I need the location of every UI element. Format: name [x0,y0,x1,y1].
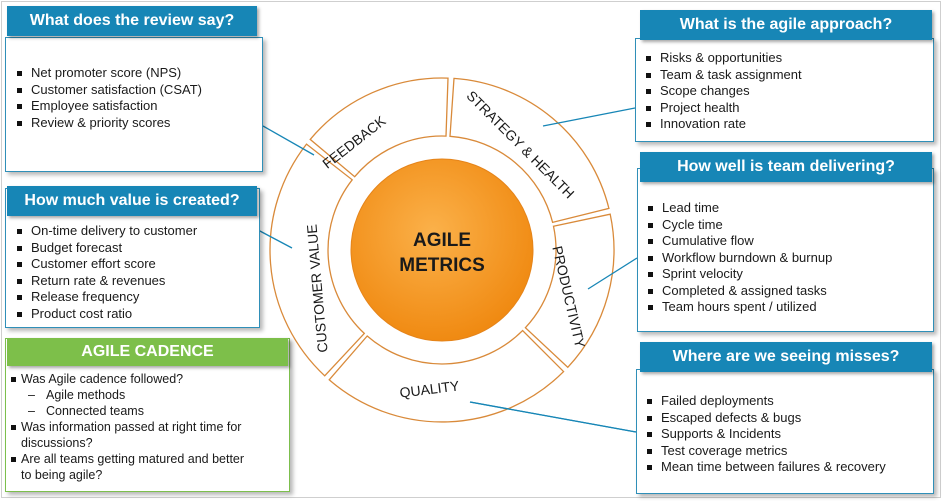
list-item: Customer satisfaction (CSAT) [17,82,202,99]
list-item: Budget forecast [17,240,197,257]
list-item: Employee satisfaction [17,98,202,115]
agile-approach-card: Risks & opportunities Team & task assign… [635,38,934,142]
misses-title: Where are we seeing misses? [640,342,932,372]
agile-approach-title: What is the agile approach? [640,10,932,40]
center-title-line2: METRICS [399,255,485,276]
list-item: Product cost ratio [17,306,197,323]
review-list: Net promoter score (NPS) Customer satisf… [17,65,202,131]
ring-segment-quality [328,329,565,423]
connector-feedback [262,125,315,156]
list-item: Team hours spent / utilized [648,299,832,316]
connector-strategy [542,107,636,127]
list-item: Supports & Incidents [647,426,886,443]
review-card: Net promoter score (NPS) Customer satisf… [5,37,263,172]
value-list: On-time delivery to customer Budget fore… [17,223,197,322]
ring-segments [269,77,615,423]
list-item: Team & task assignment [646,67,802,84]
connector-misses [469,401,637,433]
list-item: Net promoter score (NPS) [17,65,202,82]
misses-list: Failed deployments Escaped defects & bug… [647,393,886,476]
ring-segment-productivity [524,213,615,369]
list-item: Risks & opportunities [646,50,802,67]
list-item: Cycle time [648,217,832,234]
list-item: Innovation rate [646,116,802,133]
list-item: Completed & assigned tasks [648,283,832,300]
cadence-question-line: Are all teams getting matured and better [21,452,245,466]
list-item: Customer effort score [17,256,197,273]
cadence-title: AGILE CADENCE [7,338,288,366]
delivering-card: Lead time Cycle time Cumulative flow Wor… [637,168,934,332]
ring-segment-customer-value [269,143,366,377]
ring-segment-strategy [449,77,610,224]
list-item: On-time delivery to customer [17,223,197,240]
delivering-list: Lead time Cycle time Cumulative flow Wor… [648,200,832,316]
review-title: What does the review say? [7,6,257,36]
list-item: Scope changes [646,83,802,100]
cadence-sub-item: Connected teams [10,403,288,419]
connector-productivity [587,257,638,290]
list-item: Sprint velocity [648,266,832,283]
list-item: Test coverage metrics [647,443,886,460]
delivering-title: How well is team delivering? [640,152,932,182]
center-circle [350,158,534,342]
list-item: Failed deployments [647,393,886,410]
agile-approach-list: Risks & opportunities Team & task assign… [646,50,802,133]
list-item: Cumulative flow [648,233,832,250]
cadence-question-line: to being agile? [21,468,103,482]
center-title-line1: AGILE [413,230,471,251]
cadence-sub-item: Agile methods [10,387,288,403]
connector-lines [257,107,638,433]
list-item: Workflow burndown & burnup [648,250,832,267]
list-item: Release frequency [17,289,197,306]
cadence-question: Was Agile cadence followed? [10,371,288,387]
ring-segment-feedback [309,77,449,178]
list-item: Review & priority scores [17,115,202,132]
cadence-list: Was Agile cadence followed? Agile method… [10,371,288,483]
cadence-question: Was information passed at right time for… [10,419,288,451]
cadence-question-line: discussions? [21,436,93,450]
list-item: Escaped defects & bugs [647,410,886,427]
connector-value [257,229,293,249]
list-item: Return rate & revenues [17,273,197,290]
list-item: Project health [646,100,802,117]
cadence-question: Are all teams getting matured and better… [10,451,288,483]
misses-card: Failed deployments Escaped defects & bug… [636,369,934,494]
segment-label-quality: QUALITY [399,377,461,400]
value-title: How much value is created? [7,186,257,216]
list-item: Lead time [648,200,832,217]
cadence-question-line: Was information passed at right time for [21,420,242,434]
list-item: Mean time between failures & recovery [647,459,886,476]
